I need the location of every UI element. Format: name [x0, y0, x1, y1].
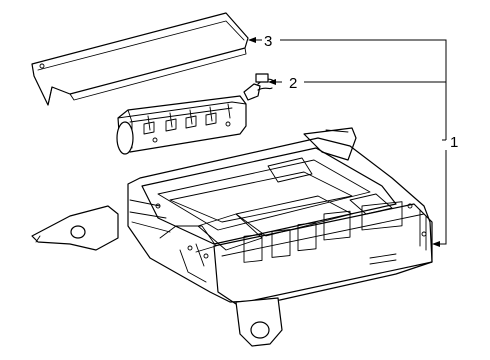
callout-3-label: 3 [264, 33, 272, 50]
callout-1-label: 1 [450, 134, 458, 151]
callout-2-label: 2 [289, 75, 297, 92]
cover-part [31, 12, 249, 106]
callout-leaders [248, 37, 447, 247]
module-part [31, 127, 433, 347]
antenna-part [116, 73, 275, 155]
